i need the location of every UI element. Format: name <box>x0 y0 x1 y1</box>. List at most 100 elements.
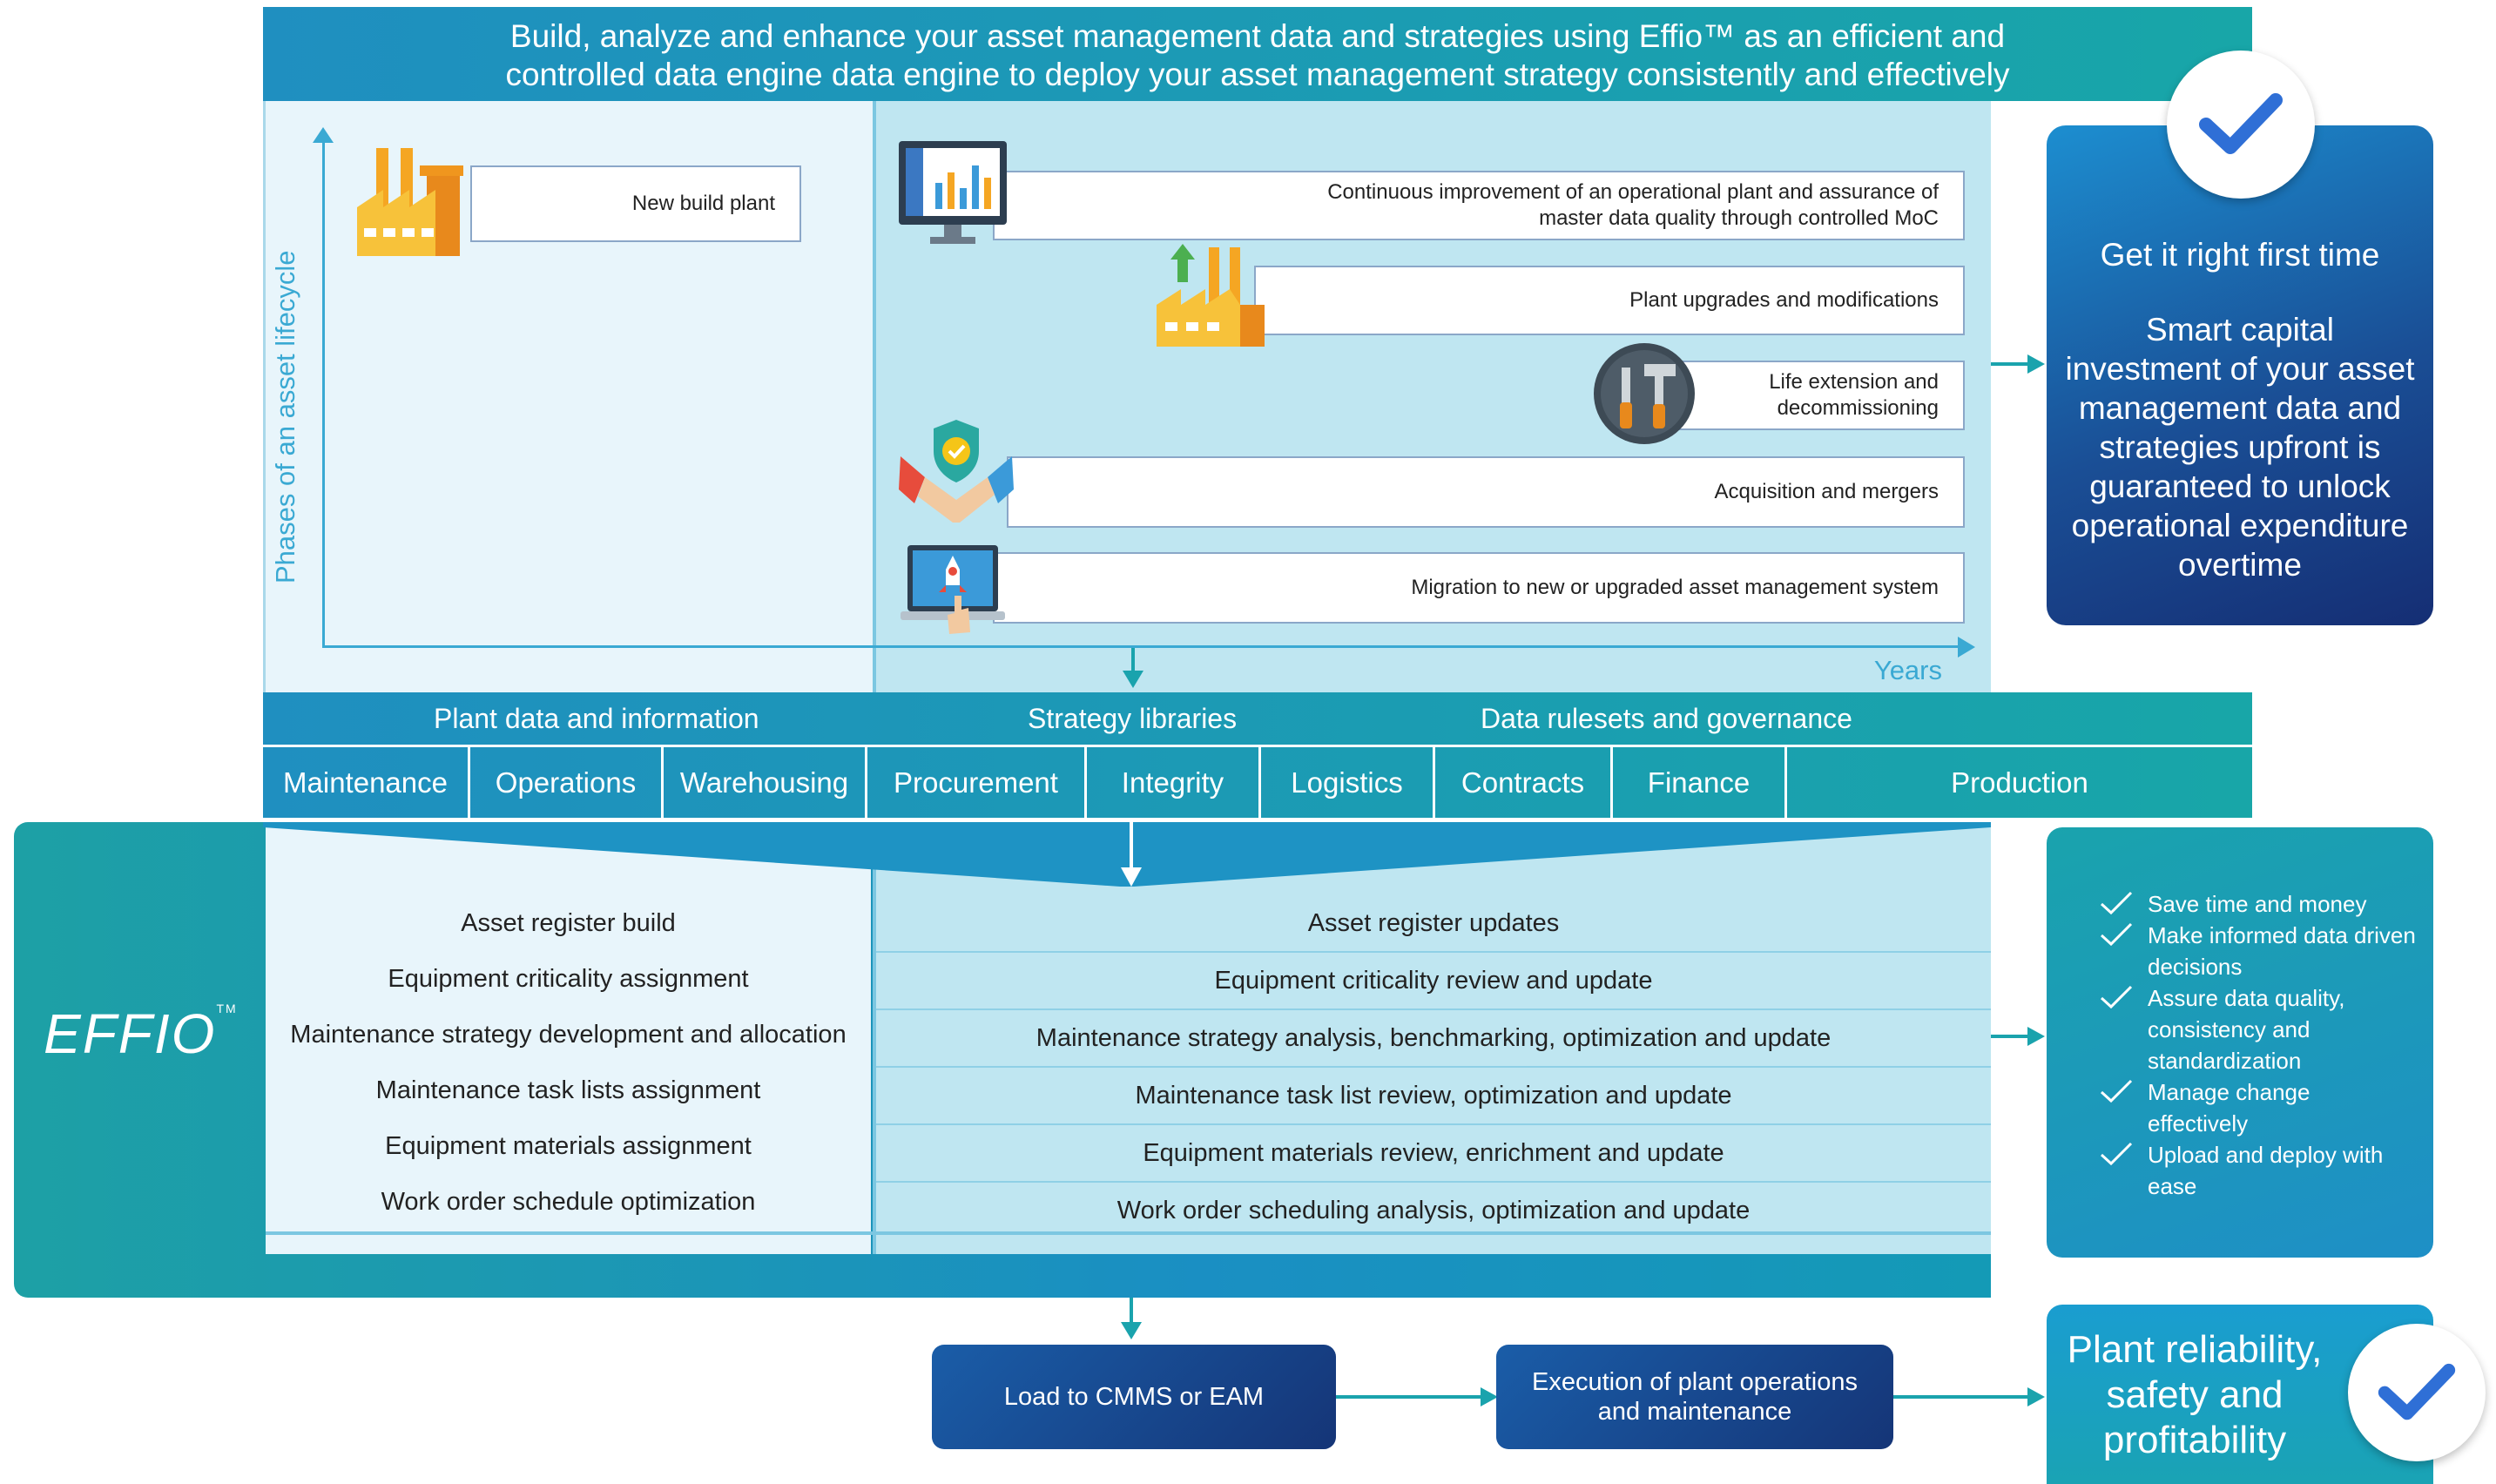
benefit-text-1: Make informed data driven decisions <box>2148 922 2416 980</box>
tick-icon <box>2100 891 2133 915</box>
phase-migration: Migration to new or upgraded asset manag… <box>993 552 1965 624</box>
funnel-arrow-head <box>1121 867 1142 887</box>
task-right-1: Equipment criticality review and update <box>1214 966 1653 995</box>
funnel-arrow-line <box>1130 822 1133 871</box>
benefit-item: Assure data quality, consistency and sta… <box>2099 982 2416 1076</box>
effio-logo-tm: TM <box>216 1002 238 1015</box>
axis-down-arrow-line <box>1131 648 1135 674</box>
flow-arrow-1-line <box>1336 1395 1484 1399</box>
dept-procurement: Procurement <box>867 747 1087 818</box>
phase-new-build: New build plant <box>470 165 801 242</box>
check-badge-bottom <box>2348 1324 2486 1461</box>
category-strategy-libraries: Strategy libraries <box>1028 703 1238 734</box>
checkmark-icon <box>2378 1363 2456 1420</box>
arrow-to-card-top-line <box>1991 362 2029 366</box>
card-outcome-text: Plant reliability, safety and profitabil… <box>2067 1328 2323 1461</box>
task-panel-new-build <box>266 822 871 1254</box>
tick-icon <box>2100 1079 2133 1103</box>
task-right-5: Work order scheduling analysis, optimiza… <box>1116 1196 1751 1224</box>
category-data-rulesets: Data rulesets and governance <box>1481 703 1852 734</box>
department-bar: Maintenance Operations Warehousing Procu… <box>263 745 2252 818</box>
task-left-2: Maintenance strategy development and all… <box>290 1020 847 1049</box>
task-list-operational: Asset register updates Equipment critica… <box>876 895 1991 1238</box>
category-bar: Plant data and information Strategy libr… <box>263 692 2252 745</box>
phase-label-2: Life extension and decommissioning <box>1769 370 1939 420</box>
tick-icon <box>2100 922 2133 947</box>
checkmark-icon <box>2199 93 2283 154</box>
header-line-1: Build, analyze and enhance your asset ma… <box>509 18 2006 54</box>
arrow-to-card-top-head <box>2027 354 2045 374</box>
flow-step-execution: Execution of plant operations and mainte… <box>1496 1345 1893 1449</box>
task-left-4: Equipment materials assignment <box>385 1131 752 1160</box>
card-benefits: Save time and money Make informed data d… <box>2047 827 2433 1258</box>
task-row-divider <box>876 951 1991 953</box>
header-line-2: controlled data engine data engine to de… <box>505 57 2010 92</box>
x-axis-line <box>322 645 1960 648</box>
dept-logistics: Logistics <box>1261 747 1435 818</box>
benefit-item: Make informed data driven decisions <box>2099 920 2416 982</box>
task-right-0: Asset register updates <box>1307 908 1560 937</box>
phase-label-4: Migration to new or upgraded asset manag… <box>1411 576 1939 599</box>
dept-warehousing: Warehousing <box>664 747 867 818</box>
check-badge-top <box>2167 51 2315 199</box>
task-left-1: Equipment criticality assignment <box>388 964 749 993</box>
task-right-4: Equipment materials review, enrichment a… <box>1143 1138 1724 1167</box>
header-banner: Build, analyze and enhance your asset ma… <box>263 7 2252 101</box>
x-axis-label: Years <box>1873 655 1942 685</box>
flow-step-load: Load to CMMS or EAM <box>932 1345 1336 1449</box>
laptop-rocket-icon <box>901 545 1005 634</box>
dept-contracts: Contracts <box>1435 747 1613 818</box>
monitor-chart-icon <box>899 141 1007 244</box>
task-left-3: Maintenance task lists assignment <box>375 1076 761 1104</box>
dept-production: Production <box>1951 766 2088 799</box>
task-right-3: Maintenance task list review, optimizati… <box>1135 1081 1732 1110</box>
task-left-0: Asset register build <box>461 908 676 937</box>
factory-upgrade-icon <box>1157 244 1265 347</box>
flow-step-load-label: Load to CMMS or EAM <box>1003 1383 1265 1411</box>
phase-label-3: Acquisition and mergers <box>1714 480 1939 503</box>
phase-acquisition: Acquisition and mergers <box>1007 456 1965 528</box>
tick-icon <box>2100 985 2133 1009</box>
benefit-item: Save time and money <box>2099 888 2416 920</box>
task-right-2: Maintenance strategy analysis, benchmark… <box>1036 1023 1832 1052</box>
flow-down-arrow-line <box>1130 1298 1133 1324</box>
phase-plant-upgrades: Plant upgrades and modifications <box>1254 266 1965 335</box>
category-plant-data: Plant data and information <box>434 703 759 734</box>
funnel-shape <box>263 822 1991 887</box>
benefit-item: Upload and deploy with ease <box>2099 1139 2416 1202</box>
benefit-text-2: Assure data quality, consistency and sta… <box>2148 985 2345 1074</box>
phase-new-build-label: New build plant <box>631 192 775 215</box>
tick-icon <box>2100 1142 2133 1166</box>
handshake-shield-icon <box>899 420 1014 523</box>
flow-step-execution-label: Execution of plant operations and mainte… <box>1531 1368 1859 1426</box>
effio-logo: EFFIOTM <box>44 1002 238 1066</box>
task-list-new-build: Asset register build Equipment criticali… <box>266 895 871 1230</box>
task-row-divider <box>876 1181 1991 1183</box>
flow-arrow-2-line <box>1893 1395 2029 1399</box>
y-axis-line <box>322 132 325 648</box>
arrow-to-card-mid-head <box>2027 1027 2045 1046</box>
arrow-to-card-mid-line <box>1991 1035 2029 1038</box>
card-top-title: Get it right first time <box>2100 237 2380 273</box>
flow-arrow-1-head <box>1481 1387 1498 1406</box>
task-row-divider <box>876 1008 1991 1010</box>
flow-down-arrow-head <box>1121 1322 1142 1339</box>
task-left-5: Work order schedule optimization <box>381 1187 756 1216</box>
task-row-divider <box>876 1066 1991 1068</box>
phase-life-extension: Life extension and decommissioning <box>1637 361 1965 430</box>
task-row-divider <box>876 1123 1991 1125</box>
y-axis-arrow <box>313 127 334 143</box>
dept-maintenance: Maintenance <box>263 747 470 818</box>
flow-arrow-2-head <box>2027 1387 2045 1406</box>
benefit-text-0: Save time and money <box>2148 891 2367 917</box>
benefit-text-3: Manage change effectively <box>2148 1079 2310 1137</box>
dept-operations: Operations <box>470 747 664 818</box>
benefit-item: Manage change effectively <box>2099 1076 2416 1139</box>
phase-label-1: Plant upgrades and modifications <box>1629 288 1939 312</box>
effio-logo-text: EFFIO <box>44 1002 217 1065</box>
factory-icon <box>357 148 463 256</box>
task-bottom-line <box>266 1231 1991 1235</box>
card-get-it-right: Get it right first time Smart capital in… <box>2047 125 2433 625</box>
y-axis-label: Phases of an asset lifecycle <box>270 250 300 583</box>
